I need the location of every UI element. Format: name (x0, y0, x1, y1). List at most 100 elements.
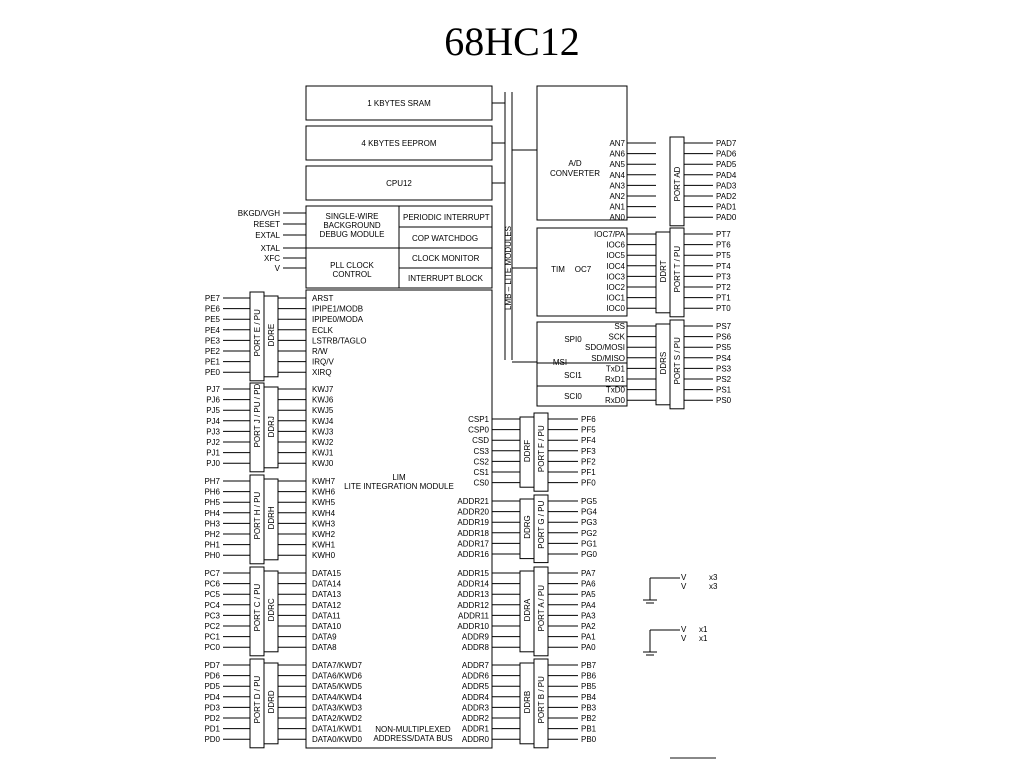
pin-label: PJ5 (206, 406, 220, 415)
signal-label: DATA7/KWD7 (312, 661, 362, 670)
pin-label: PT6 (716, 241, 731, 250)
port-name: PORT T / PU (673, 246, 682, 293)
power-label: x3 (709, 582, 718, 591)
ddr-label: DDRT (659, 260, 668, 282)
pin-label: PS7 (716, 322, 732, 331)
signal-label: IOC6 (606, 241, 625, 250)
signal-label: CS0 (473, 479, 489, 488)
left-signal: EXTAL (255, 231, 280, 240)
pin-label: PAD3 (716, 181, 737, 190)
pin-label: PC1 (204, 633, 220, 642)
pin-label: PT1 (716, 294, 731, 303)
bdm-label: SINGLE-WIRE (326, 212, 379, 221)
signal-label: CSP0 (468, 426, 489, 435)
ddr-label: DDRH (267, 506, 276, 529)
lim-block (305, 289, 493, 749)
signal-label: ADDR10 (457, 622, 489, 631)
pin-label: PD6 (204, 672, 220, 681)
ddr-label: DDRF (523, 440, 532, 462)
pin-label: PT7 (716, 230, 731, 239)
pin-label: PD1 (204, 725, 220, 734)
signal-label: IOC0 (606, 304, 625, 313)
spi-sci-block (536, 321, 628, 407)
signal-label: CS1 (473, 468, 489, 477)
left-signal: V (275, 264, 281, 273)
signal-label: KWJ7 (312, 385, 334, 394)
signal-label: ECLK (312, 326, 334, 335)
signal-label: IOC4 (606, 262, 625, 271)
pin-label: PD5 (204, 682, 220, 691)
signal-label: KWH5 (312, 498, 336, 507)
pin-label: PA6 (581, 580, 596, 589)
signal-label: KWH4 (312, 509, 336, 518)
pin-label: PD4 (204, 693, 220, 702)
port-name: PORT B / PU (537, 676, 546, 723)
pin-label: PA7 (581, 569, 596, 578)
msi-label: MSI (553, 358, 567, 367)
signal-label: DATA6/KWD6 (312, 672, 362, 681)
pin-label: PF0 (581, 479, 596, 488)
signal-label: CS2 (473, 457, 489, 466)
signal-label: ADDR12 (457, 601, 489, 610)
signal-label: SCK (609, 333, 626, 342)
signal-label: ADDR1 (462, 725, 490, 734)
ddr-box (655, 231, 671, 314)
signal-label: RxD0 (605, 396, 626, 405)
periodic-label: PERIODIC INTERRUPT (403, 213, 490, 222)
pin-label: PF2 (581, 457, 596, 466)
sci0-label: SCI0 (564, 392, 582, 401)
eeprom-label: 4 KBYTES EEPROM (361, 139, 436, 148)
pin-label: PE1 (205, 358, 221, 367)
pin-label: PJ4 (206, 417, 220, 426)
pin-label: PH0 (204, 551, 220, 560)
signal-label: KWH6 (312, 488, 336, 497)
pin-label: PB6 (581, 672, 597, 681)
pin-label: PB2 (581, 714, 597, 723)
signal-label: DATA14 (312, 580, 342, 589)
pin-label: PF5 (581, 426, 596, 435)
lmb-label: LMB – LITE MODULES (504, 226, 513, 310)
pin-label: PC0 (204, 643, 220, 652)
signal-label: ADDR2 (462, 714, 490, 723)
pin-label: PF3 (581, 447, 596, 456)
power-symbols (643, 577, 716, 759)
signal-label: TxD1 (606, 364, 626, 373)
signal-label: ADDR17 (457, 539, 489, 548)
lim-label: LIM (392, 473, 406, 482)
pin-label: PAD1 (716, 203, 737, 212)
port-name: PORT D / PU (253, 675, 262, 723)
intblock-block (398, 267, 493, 289)
nonmux-label: NON-MULTIPLEXED (375, 725, 451, 734)
pin-label: PG5 (581, 497, 598, 506)
signal-label: ADDR13 (457, 590, 489, 599)
signal-label: DATA11 (312, 611, 341, 620)
pin-label: PE6 (205, 305, 221, 314)
signal-label: DATA12 (312, 601, 342, 610)
signal-label: LSTRB/TAGLO (312, 336, 367, 345)
signal-label: IOC1 (606, 294, 625, 303)
cpu-label: CPU12 (386, 179, 412, 188)
signal-label: AN2 (609, 192, 625, 201)
pin-label: PS3 (716, 364, 732, 373)
left-signal: BKGD/VGH (238, 209, 280, 218)
signal-label: R/W (312, 347, 328, 356)
signal-label: ADDR4 (462, 693, 490, 702)
pin-label: PC5 (204, 590, 220, 599)
port-name: PORT C / PU (253, 583, 262, 631)
ddr-label: DDRD (267, 690, 276, 713)
pin-label: PH5 (204, 498, 220, 507)
signal-label: ADDR16 (457, 550, 489, 559)
power-label: V (681, 625, 687, 634)
intblock-label: INTERRUPT BLOCK (408, 274, 484, 283)
pin-label: PB1 (581, 725, 597, 734)
pin-label: PC4 (204, 601, 220, 610)
signal-label: KWJ5 (312, 406, 334, 415)
pin-label: PB5 (581, 682, 597, 691)
port-name: PORT S / PU (673, 337, 682, 384)
port-name: PORT AD (673, 166, 682, 201)
pin-label: PD2 (204, 714, 220, 723)
spi-label: SPI0 (564, 335, 582, 344)
bus-arrows (492, 102, 537, 363)
signal-label: KWH2 (312, 530, 336, 539)
